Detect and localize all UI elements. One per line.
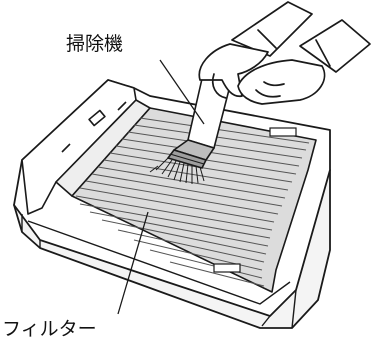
vacuum-leader-line: [159, 59, 205, 125]
cover-clip-1: [88, 109, 106, 127]
leader-lines: [117, 59, 205, 315]
vacuum-nozzle: [149, 69, 233, 184]
hands: [198, 1, 371, 105]
filter-clip-top: [269, 127, 297, 137]
vacuum-cleaner-label: 掃除機: [66, 33, 124, 55]
filter-clip-bottom: [213, 263, 241, 273]
housing-edge-lines: [21, 214, 297, 329]
filter-panel: [71, 107, 317, 293]
filter-label: フィルター: [2, 318, 97, 340]
brush-bristles: [149, 157, 205, 184]
filter-leader-line: [117, 211, 149, 315]
